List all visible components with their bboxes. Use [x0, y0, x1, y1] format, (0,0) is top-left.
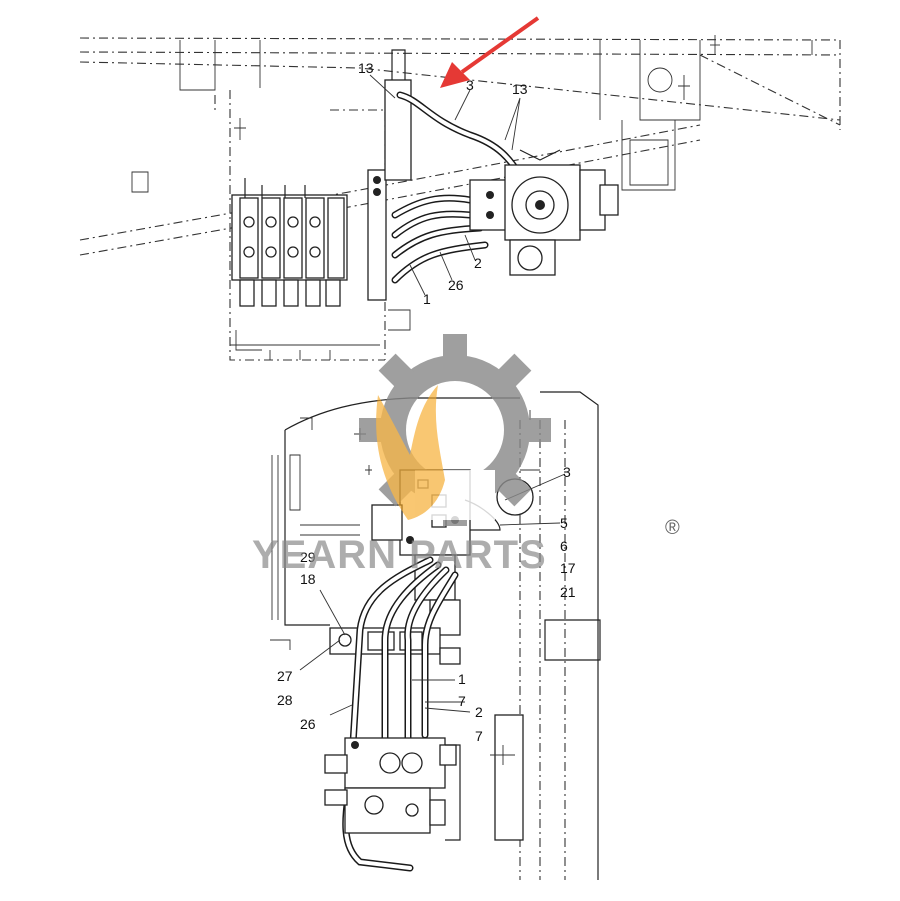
highlight-arrow: [440, 16, 540, 88]
callout-7-b: 7: [475, 728, 483, 744]
callout-13-b: 13: [512, 81, 528, 97]
upper-view: [79, 35, 841, 361]
callout-21: 21: [560, 584, 576, 600]
watermark-brand: YEARN PARTS: [252, 533, 547, 577]
pump-assembly: [469, 149, 619, 276]
flame-icon: [376, 385, 445, 520]
callout-17: 17: [560, 560, 576, 576]
callout-3-lower: 3: [563, 464, 571, 480]
callout-6: 6: [560, 538, 568, 554]
callout-2-lower: 2: [475, 704, 483, 720]
lower-valve-block: [324, 714, 524, 841]
callout-7-a: 7: [458, 693, 466, 709]
lower-callouts: 3 5 6 17 21 29 18 27 28 26 1 7 2 7: [277, 464, 576, 744]
callout-26-upper: 26: [448, 277, 464, 293]
callout-2-upper: 2: [474, 255, 482, 271]
callout-27: 27: [277, 668, 293, 684]
callout-18: 18: [300, 571, 316, 587]
upper-callouts: 13 3 13 2 26 1: [358, 60, 528, 307]
watermark-logo: YEARN PARTS ®: [252, 334, 680, 577]
callout-26-lower: 26: [300, 716, 316, 732]
registered-mark: ®: [665, 517, 680, 539]
callout-29: 29: [300, 549, 316, 565]
callout-1-lower: 1: [458, 671, 466, 687]
upper-hoses: [391, 91, 524, 284]
callout-13-a: 13: [358, 60, 374, 76]
callout-3-upper: 3: [466, 77, 474, 93]
valve-spools: [239, 178, 345, 307]
callout-5: 5: [560, 515, 568, 531]
callout-1-upper: 1: [423, 291, 431, 307]
callout-28: 28: [277, 692, 293, 708]
